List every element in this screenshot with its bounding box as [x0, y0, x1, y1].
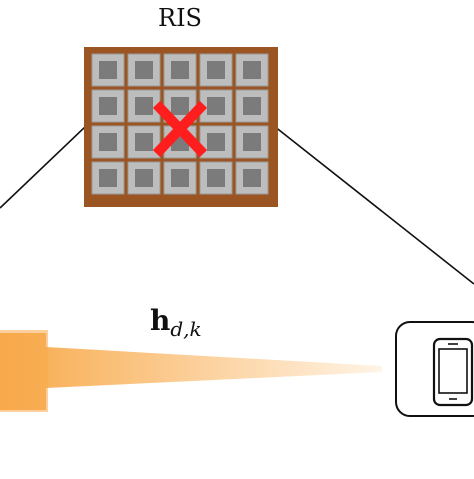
ris-element-core: [243, 169, 261, 187]
ris-element-grid: [91, 53, 269, 195]
ris-element-core: [207, 61, 225, 79]
ris-element-core: [207, 133, 225, 151]
ris-element-core: [171, 169, 189, 187]
ris-element-core: [171, 97, 189, 115]
ris-element-core: [171, 61, 189, 79]
ris-element-core: [135, 133, 153, 151]
ris-element-core: [99, 97, 117, 115]
channel-symbol: h: [150, 304, 171, 337]
ris-element-core: [135, 97, 153, 115]
ris-element-core: [207, 97, 225, 115]
arrow-head: [0, 330, 48, 412]
ris-element: [199, 53, 233, 87]
ris-element-core: [99, 61, 117, 79]
arrow-left-icon: [0, 333, 382, 410]
channel-subscript: d,k: [170, 317, 202, 341]
link-line-right: [273, 125, 474, 285]
link-line-left: [0, 125, 87, 209]
ris-element: [235, 125, 269, 159]
x-mark-icon: [152, 100, 208, 158]
ris-element: [127, 125, 161, 159]
ris-element-core: [243, 133, 261, 151]
ris-element-core: [243, 97, 261, 115]
smartphone-icon: [432, 337, 474, 407]
ris-element-core: [135, 169, 153, 187]
ris-element: [127, 53, 161, 87]
channel-label: hd,k: [150, 304, 202, 341]
ris-element-core: [243, 61, 261, 79]
ris-label: RIS: [158, 4, 202, 32]
ris-element-core: [99, 133, 117, 151]
ris-element-core: [135, 61, 153, 79]
ris-element-core: [99, 169, 117, 187]
ris-element-core: [207, 169, 225, 187]
